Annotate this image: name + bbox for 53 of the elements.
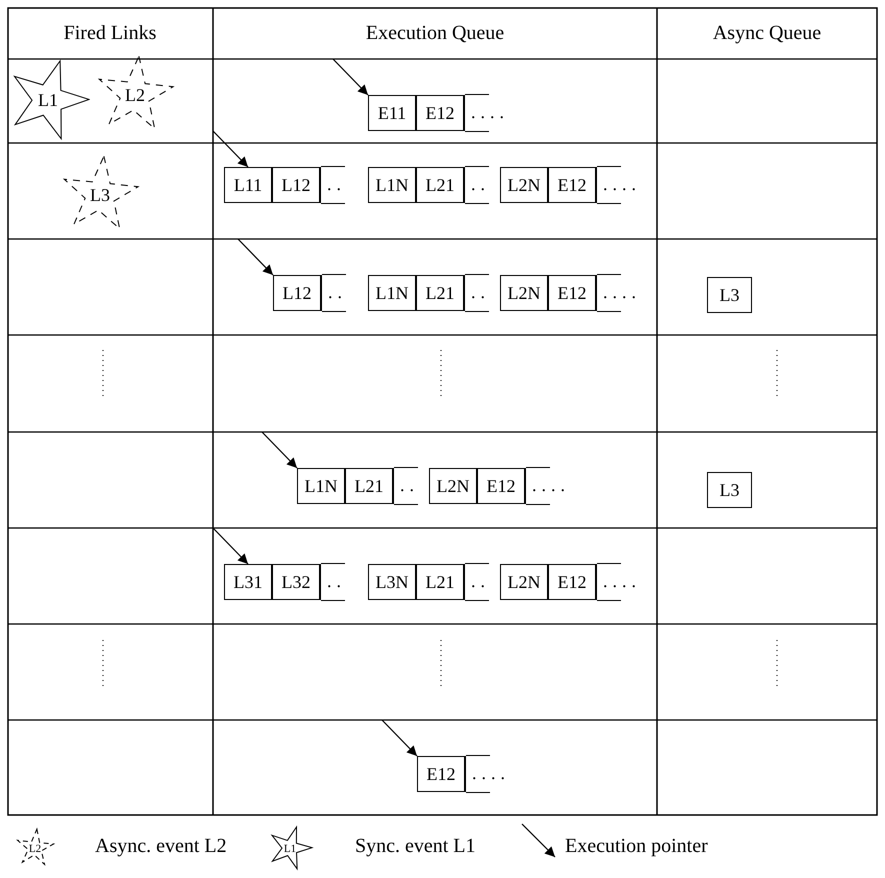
queue-cell: L31 bbox=[224, 564, 272, 600]
column-header: Async Queue bbox=[712, 22, 822, 44]
queue-cell: L2N bbox=[500, 167, 548, 203]
queue-cell: L21 bbox=[416, 275, 464, 311]
continuation-cell: .... bbox=[525, 468, 585, 504]
continuation-cell: .. bbox=[464, 275, 500, 311]
queue-cell: L3 bbox=[707, 277, 752, 313]
continuation-cell: .... bbox=[596, 167, 656, 203]
queue-cell: E12 bbox=[477, 468, 525, 504]
legend-star-label: L2 bbox=[28, 843, 42, 855]
queue-cell: L21 bbox=[416, 564, 464, 600]
queue-cell: L11 bbox=[224, 167, 272, 203]
continuation-cell: .... bbox=[464, 95, 524, 131]
queue-cell: L12 bbox=[273, 275, 321, 311]
continuation-cell: .... bbox=[465, 756, 525, 792]
pointer-arrow bbox=[382, 720, 418, 756]
legend-star-label: L1 bbox=[284, 843, 296, 855]
queue-cell: E12 bbox=[548, 564, 596, 600]
queue-cell: L2N bbox=[429, 468, 477, 504]
queue-cell: E11 bbox=[368, 95, 416, 131]
queue-cell: L21 bbox=[345, 468, 393, 504]
continuation-cell: .. bbox=[320, 167, 356, 203]
continuation-cell: .. bbox=[321, 275, 357, 311]
continuation-cell: .. bbox=[393, 468, 429, 504]
legend-text: Async. event L2 bbox=[95, 835, 227, 858]
queue-cell: L12 bbox=[272, 167, 320, 203]
pointer-arrow bbox=[332, 58, 368, 96]
queue-cell: L1N bbox=[297, 468, 345, 504]
queue-cell: L1N bbox=[368, 275, 416, 311]
legend-text: Sync. event L1 bbox=[355, 835, 476, 858]
queue-cell: L1N bbox=[368, 167, 416, 203]
pointer-arrow bbox=[262, 432, 298, 468]
pointer-arrow bbox=[212, 130, 248, 168]
pointer-arrow bbox=[238, 238, 274, 276]
queue-cell: L32 bbox=[272, 564, 320, 600]
queue-cell: E12 bbox=[548, 275, 596, 311]
queue-cell: L3N bbox=[368, 564, 416, 600]
continuation-cell: .. bbox=[320, 564, 356, 600]
continuation-cell: .. bbox=[464, 167, 500, 203]
queue-cell: E12 bbox=[416, 95, 464, 131]
queue-cell: L2N bbox=[500, 564, 548, 600]
queue-cell: L3 bbox=[707, 472, 752, 508]
continuation-cell: .. bbox=[464, 564, 500, 600]
queue-cell: L2N bbox=[500, 275, 548, 311]
queue-cell: L21 bbox=[416, 167, 464, 203]
continuation-cell: .... bbox=[596, 275, 656, 311]
queue-cell: E12 bbox=[548, 167, 596, 203]
continuation-cell: .... bbox=[596, 564, 656, 600]
column-header: Execution Queue bbox=[366, 22, 504, 44]
column-header: Fired Links bbox=[64, 22, 156, 44]
pointer-arrow bbox=[212, 528, 248, 564]
queue-cell: E12 bbox=[417, 756, 465, 792]
legend-text: Execution pointer bbox=[565, 835, 708, 858]
